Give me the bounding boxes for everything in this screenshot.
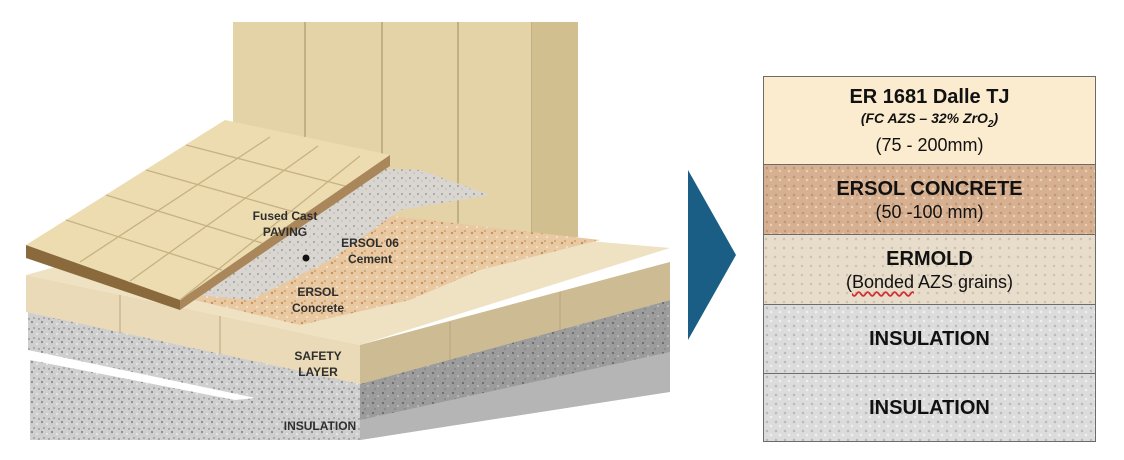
chevron-right-arrow-icon — [688, 170, 736, 340]
layer-er1681-dalle-tj: ER 1681 Dalle TJ (FC AZS – 32% ZrO2) (75… — [764, 77, 1095, 165]
layer-ermold-description: (Bonded AZS grains) — [845, 271, 1014, 292]
layer-stack: ER 1681 Dalle TJ (FC AZS – 32% ZrO2) (75… — [763, 76, 1096, 442]
layer-ersol-concrete: ERSOL CONCRETE (50 -100 mm) — [764, 165, 1095, 235]
layer-insulation-2: INSULATION — [764, 374, 1095, 441]
label-insulation: INSULATION — [283, 419, 357, 433]
refractory-layers-illustration — [26, 22, 670, 440]
layer-insulation-1: INSULATION — [764, 305, 1095, 374]
layer-ermold: ERMOLD (Bonded AZS grains) — [764, 235, 1095, 305]
label-fused-cast-paving: Fused Cast PAVING — [252, 209, 318, 239]
label-ersol-concrete: ERSOL Concrete — [291, 285, 344, 315]
label-safety-layer: SAFETY LAYER — [294, 349, 342, 379]
label-ersol-06-cement: ERSOL 06 Cement — [341, 236, 399, 266]
layer-er1681-composition: (FC AZS – 32% ZrO2) — [860, 110, 999, 130]
